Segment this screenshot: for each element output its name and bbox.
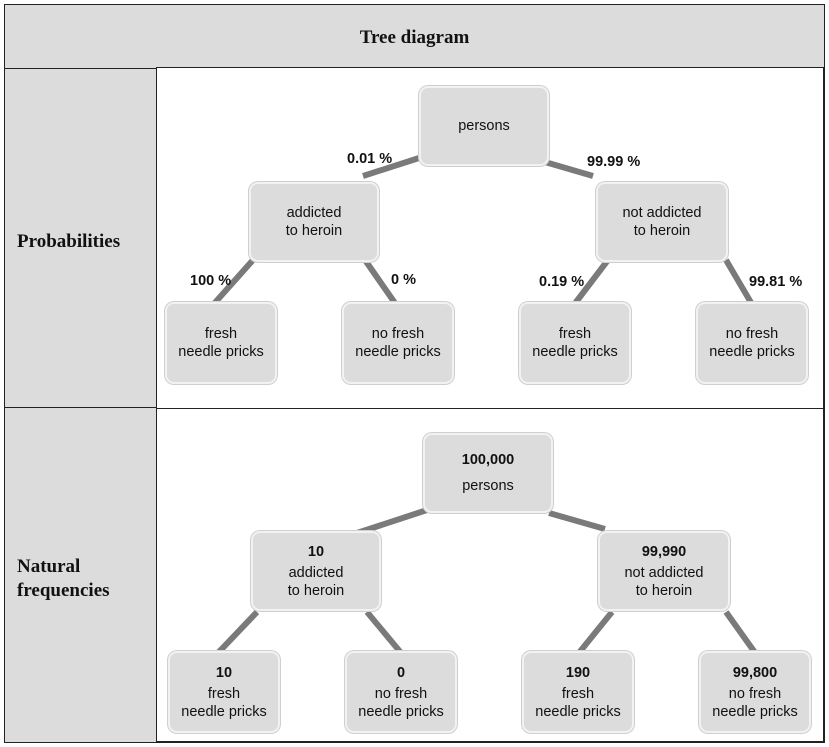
node-label-line2: needle pricks xyxy=(355,344,441,360)
row-label-natural-frequencies: Natural frequencies xyxy=(17,555,110,603)
node-label-line2: needle pricks xyxy=(532,344,618,360)
edge-left-right xyxy=(362,258,400,308)
edge-root-right xyxy=(544,159,594,179)
node-count: 10 xyxy=(215,664,233,681)
node-count: 100,000 xyxy=(461,452,515,468)
row-label-probabilities: Probabilities xyxy=(17,231,121,252)
prob-leaf-nofresh-notaddicted: no fresh needle pricks xyxy=(696,302,808,384)
node-label-line2: needle pricks xyxy=(709,344,795,360)
node-count: 190 xyxy=(565,664,591,681)
nf-leaf-fresh-addicted: 10 fresh needle pricks xyxy=(168,651,280,733)
node-label-line1: addicted xyxy=(286,205,342,221)
row-label-line2: frequencies xyxy=(17,580,110,601)
nf-left-node: 10 addicted to heroin xyxy=(251,531,381,611)
node-label: persons xyxy=(462,478,514,494)
edge-right-left xyxy=(570,258,611,308)
natural-frequencies-panel: 100,000 persons 10 addicted to heroin 99… xyxy=(156,408,824,742)
node-label-line1: not addicted xyxy=(622,205,702,221)
edge-root-left xyxy=(356,507,428,536)
node-count: 0 xyxy=(396,664,406,681)
nf-leaf-nofresh-notaddicted: 99,800 no fresh needle pricks xyxy=(699,651,811,733)
edge-right-right xyxy=(723,258,756,308)
natural-frequencies-edges xyxy=(214,507,759,657)
prob-leaf-nofresh-addicted: no fresh needle pricks xyxy=(342,302,454,384)
edge-root-right xyxy=(548,510,606,532)
edge-left-left xyxy=(214,609,260,657)
node-label-line2: needle pricks xyxy=(712,703,798,720)
edge-label-left-left: 100 % xyxy=(190,273,232,289)
prob-left-node: addicted to heroin xyxy=(249,182,379,262)
table-title: Tree diagram xyxy=(359,27,470,48)
node-label-line1: no fresh xyxy=(728,685,782,702)
node-label-line2: to heroin xyxy=(287,582,345,599)
node-label-line1: no fresh xyxy=(371,326,425,342)
node-label-line2: needle pricks xyxy=(181,703,267,720)
tree-diagram-table: Tree diagram Probabilities Natural frequ… xyxy=(4,4,825,743)
probabilities-panel: persons addicted to heroin not addicted … xyxy=(156,67,824,409)
nf-right-node: 99,990 not addicted to heroin xyxy=(598,531,730,611)
node-label-line1: fresh xyxy=(561,685,595,702)
table-header: Tree diagram xyxy=(5,5,824,69)
node-label-line1: no fresh xyxy=(374,685,428,702)
node-label-line1: addicted xyxy=(288,564,344,581)
node-label-line1: fresh xyxy=(558,326,592,342)
edge-label-right-right: 99.81 % xyxy=(749,274,803,290)
edge-root-left xyxy=(362,155,420,179)
node-label-line2: to heroin xyxy=(633,223,691,239)
edge-left-right xyxy=(364,610,405,656)
prob-right-node: not addicted to heroin xyxy=(596,182,728,262)
node-label-line2: to heroin xyxy=(635,582,693,599)
node-label-line2: needle pricks xyxy=(535,703,621,720)
node-label-line1: no fresh xyxy=(725,326,779,342)
edge-label-left-right: 0 % xyxy=(391,272,416,288)
node-label-line1: fresh xyxy=(204,326,238,342)
nf-leaf-fresh-notaddicted: 190 fresh needle pricks xyxy=(522,651,634,733)
node-label-line2: needle pricks xyxy=(178,344,264,360)
edge-right-left xyxy=(575,610,615,656)
prob-leaf-fresh-notaddicted: fresh needle pricks xyxy=(519,302,631,384)
probabilities-edges xyxy=(209,155,756,308)
row-label-line1: Natural xyxy=(17,556,81,577)
prob-root-node: persons xyxy=(419,86,549,166)
node-label-line2: to heroin xyxy=(285,223,343,239)
node-label-line1: fresh xyxy=(207,685,241,702)
node-count: 10 xyxy=(307,543,325,560)
edge-right-right xyxy=(723,610,759,656)
edge-label-root-right: 99.99 % xyxy=(587,154,641,170)
edge-label-root-left: 0.01 % xyxy=(347,151,393,167)
node-label-line2: needle pricks xyxy=(358,703,444,720)
edge-label-right-left: 0.19 % xyxy=(539,274,585,290)
node-label-line1: not addicted xyxy=(624,564,704,581)
node-count: 99,800 xyxy=(732,664,778,681)
edge-left-left xyxy=(209,258,256,308)
nf-root-node: 100,000 persons xyxy=(423,433,553,513)
node-label: persons xyxy=(458,118,510,134)
prob-leaf-fresh-addicted: fresh needle pricks xyxy=(165,302,277,384)
nf-leaf-nofresh-addicted: 0 no fresh needle pricks xyxy=(345,651,457,733)
node-count: 99,990 xyxy=(641,543,687,560)
